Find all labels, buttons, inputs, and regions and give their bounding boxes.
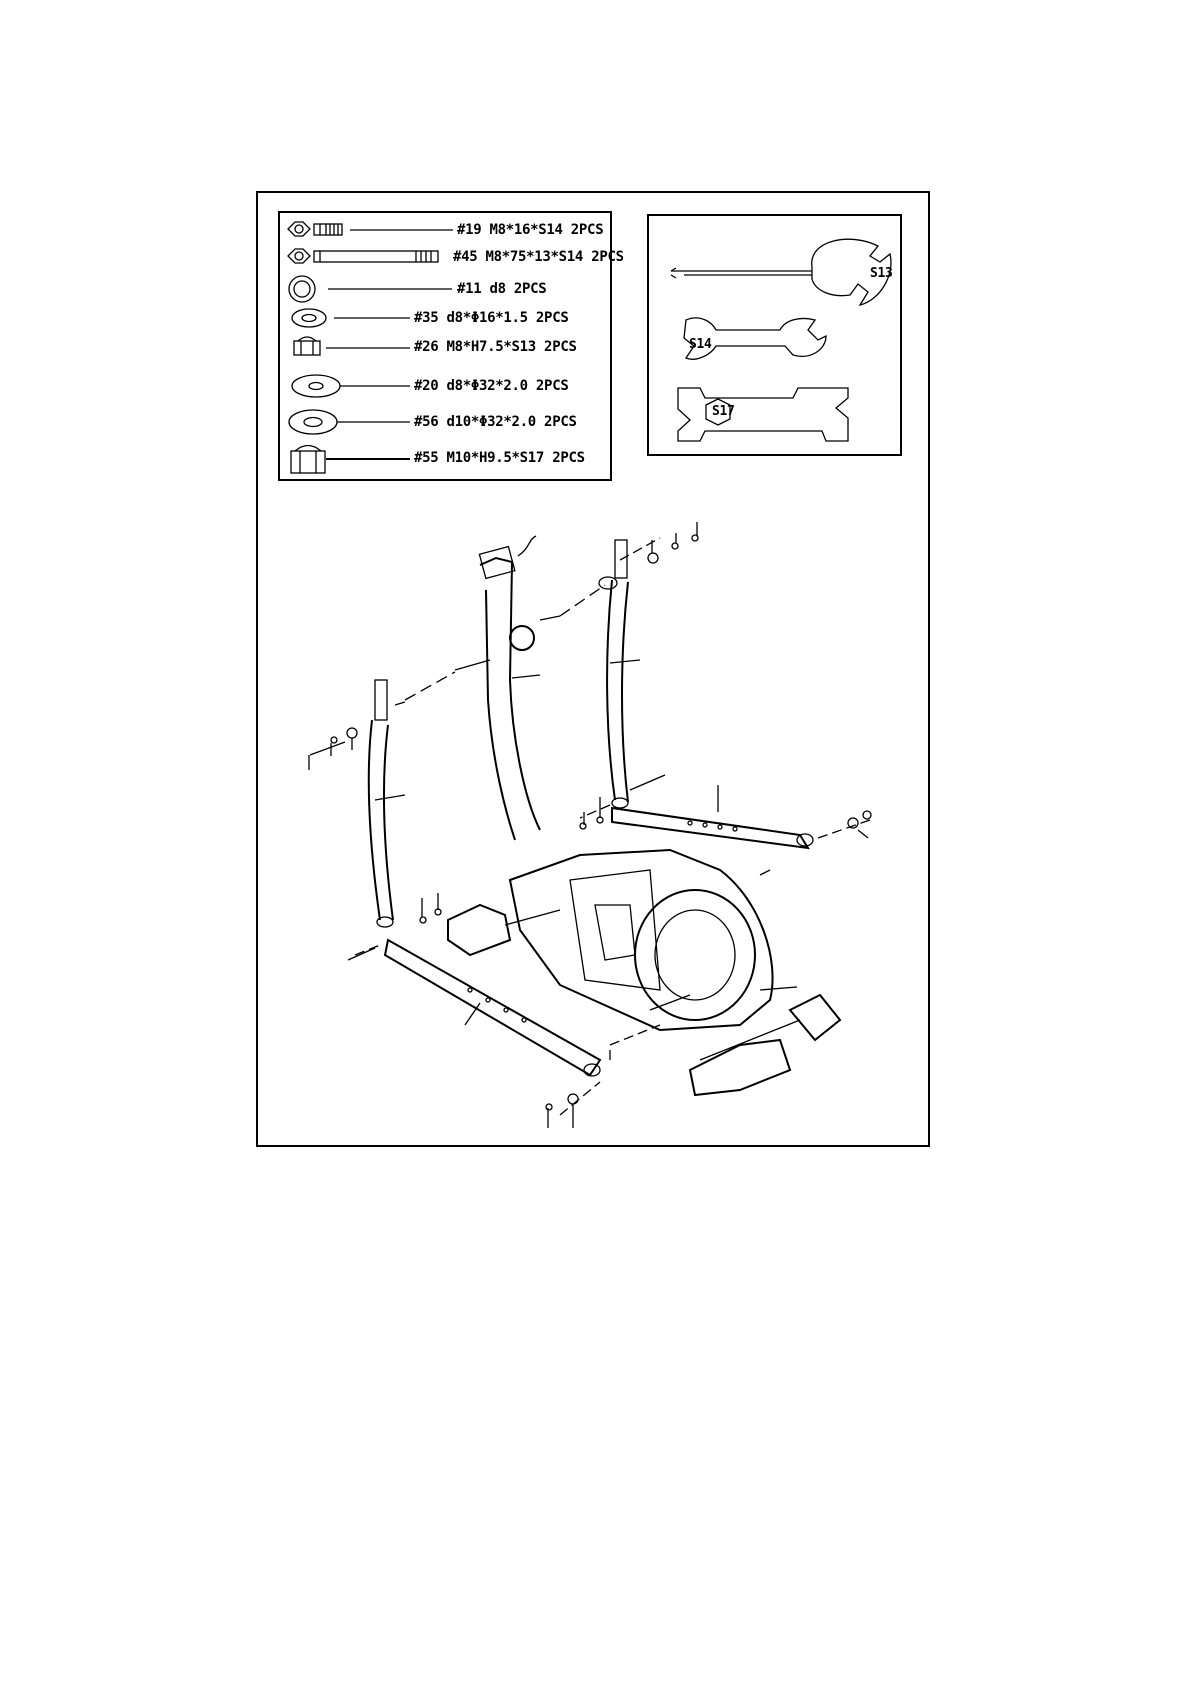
fastener-set-left-top — [310, 728, 357, 755]
fastener-set-right-top — [648, 535, 698, 563]
fastener-set-right-end — [848, 811, 871, 828]
right-handlebar-arm — [599, 540, 628, 808]
nylon-nut-icon — [294, 337, 410, 355]
right-pedal-arm — [612, 808, 813, 848]
large-nut-icon — [291, 446, 410, 474]
curved-washer-icon — [292, 309, 410, 327]
hex-bolt-short-icon — [288, 222, 453, 236]
left-handlebar-arm — [369, 680, 405, 927]
leader-lines — [309, 522, 868, 1128]
assembly-guide-lines — [355, 538, 870, 1115]
screwdriver-wrench-icon — [671, 239, 891, 305]
fastener-set-right-mid — [580, 775, 665, 829]
left-pedal-arm — [385, 940, 600, 1076]
hex-bolt-long-icon — [288, 249, 438, 263]
spring-washer-icon — [289, 276, 452, 302]
flat-washer-large-icon — [289, 410, 410, 434]
flat-washer-icon — [292, 375, 410, 397]
wrench-small-icon — [684, 318, 826, 359]
wrench-large-icon — [678, 388, 848, 441]
